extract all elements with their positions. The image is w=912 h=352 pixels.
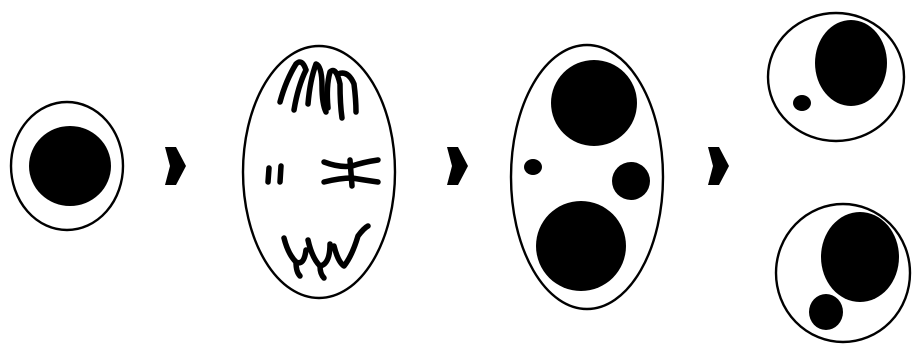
arrow-2-icon <box>447 147 468 185</box>
stage-3-right-small-nucleus <box>612 162 650 200</box>
stage-3-top-large-nucleus <box>551 60 637 146</box>
stage-4-top-micronucleus <box>793 95 811 111</box>
stage-4-bottom-small-nucleus <box>809 294 843 330</box>
stage-1-nucleus <box>29 126 111 206</box>
stage-4-top-nucleus <box>815 20 887 106</box>
stage-4-bottom-daughter-cell <box>776 204 910 342</box>
stage-2-cell-membrane <box>243 46 395 298</box>
arrow-1-icon <box>165 147 186 185</box>
stage-2-cell <box>243 46 395 298</box>
stage-1-cell <box>11 102 123 230</box>
stage-4-top-daughter-cell <box>768 13 904 141</box>
stage-4-cells <box>768 13 910 342</box>
stage-3-bottom-large-nucleus <box>536 201 626 291</box>
stage-4-bottom-nucleus <box>821 212 899 302</box>
stage-3-left-micronucleus <box>524 159 542 175</box>
stage-3-cell <box>511 45 663 309</box>
arrow-3-icon <box>708 147 729 185</box>
